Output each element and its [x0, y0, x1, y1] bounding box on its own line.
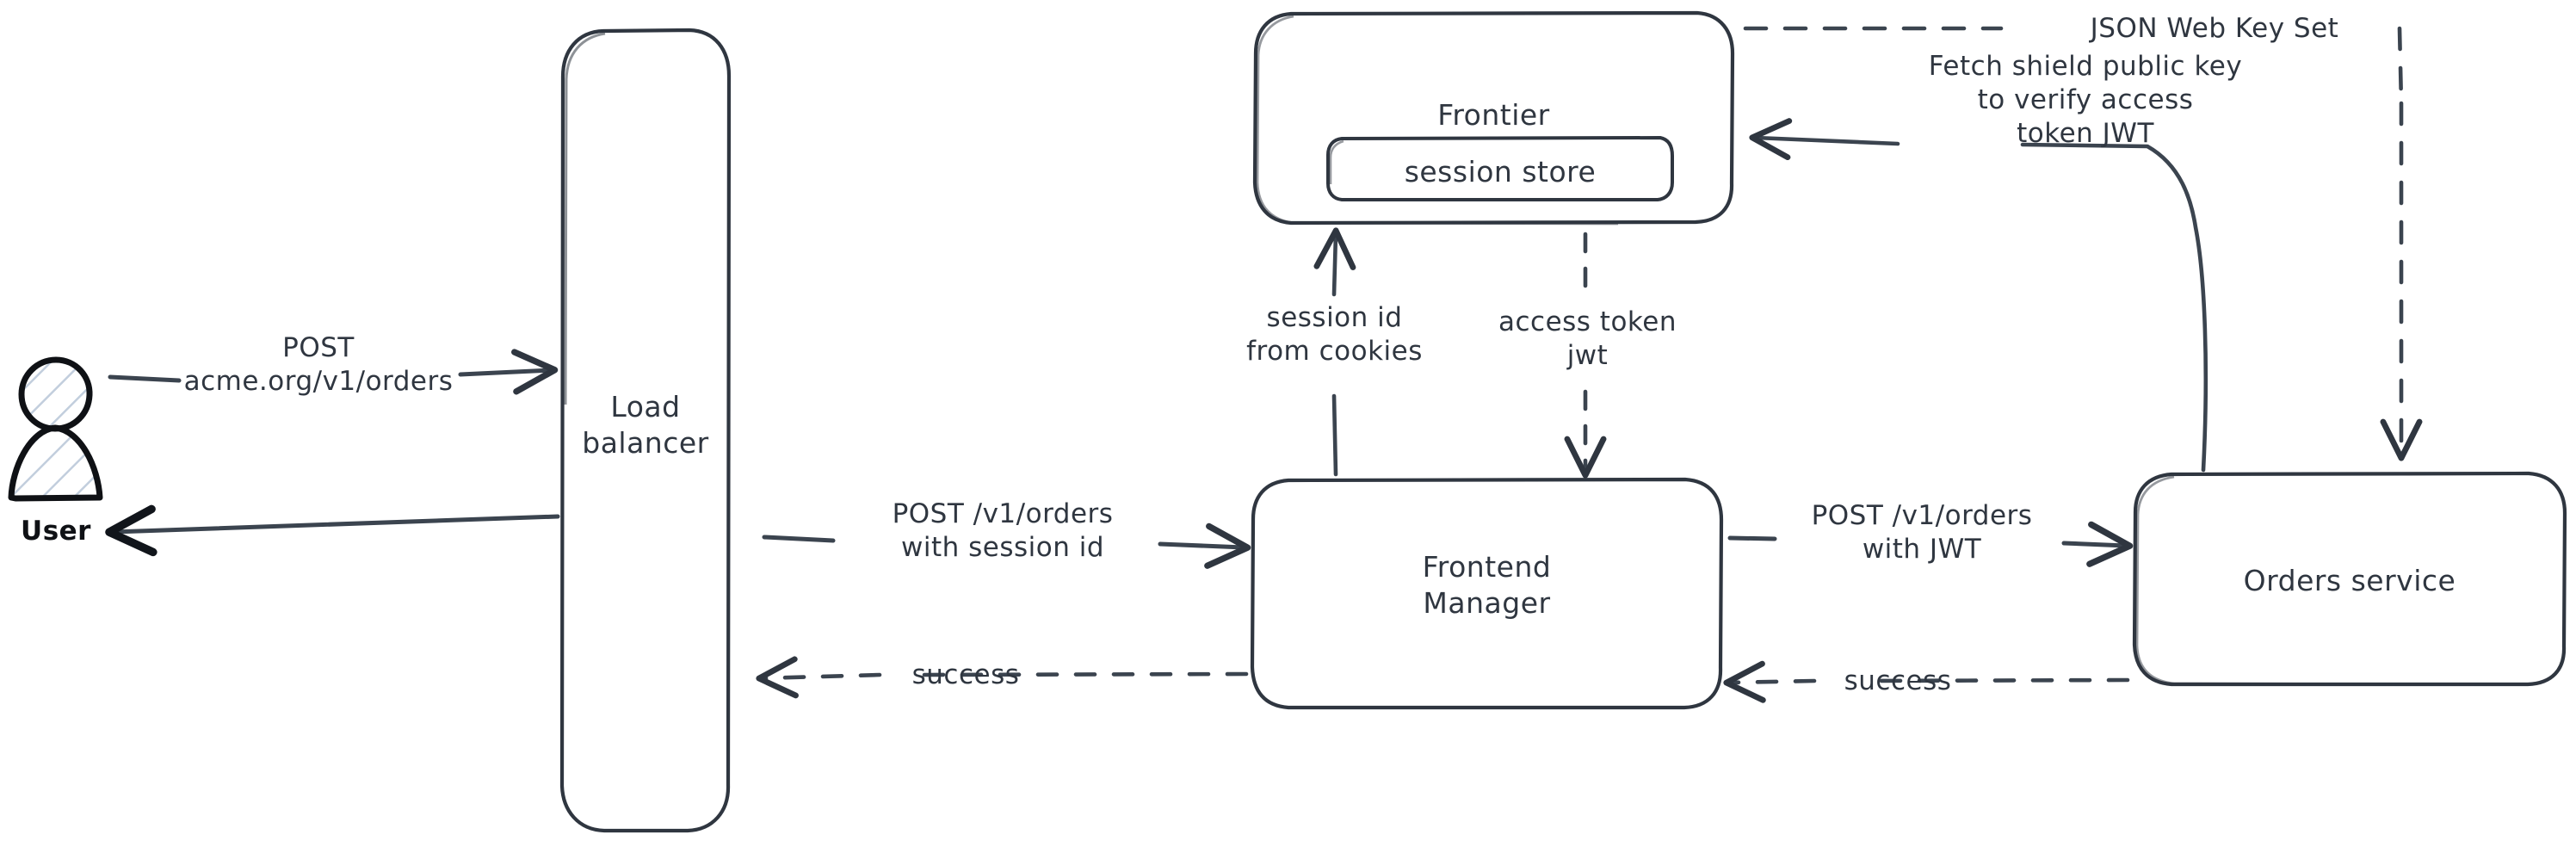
edge-frontend-manager-to-lb-label: success — [911, 659, 1020, 690]
access-token-line1: access token — [1498, 306, 1677, 337]
edge-frontend-manager-to-orders — [1727, 521, 2134, 567]
edge-orders-to-frontier — [1749, 118, 2208, 473]
post-acme-line2: acme.org/v1/orders — [183, 366, 454, 398]
edge-frontend-manager-to-lb — [756, 656, 1249, 699]
session-id-line2: from cookies — [1246, 336, 1423, 368]
load-balancer-label-line2: balancer — [582, 425, 709, 460]
fetch-key-line1: Fetch shield public key — [1928, 51, 2243, 82]
post-acme-line1: POST — [282, 332, 355, 363]
post-session-line1: POST /v1/orders — [892, 498, 1114, 529]
session-id-line1: session id — [1266, 302, 1403, 333]
edge-frontier-to-orders-jwks — [1743, 26, 2423, 461]
orders-service-label: Orders service — [2243, 564, 2456, 597]
edge-orders-to-frontend-manager — [1723, 660, 2130, 703]
orders-service-node[interactable] — [2132, 471, 2567, 687]
load-balancer-label-line1: Load — [610, 390, 681, 424]
frontend-manager-node[interactable] — [1250, 477, 1724, 710]
edge-lb-to-frontend-manager — [762, 522, 1251, 569]
session-store-label: session store — [1404, 155, 1597, 189]
post-jwt-line1: POST /v1/orders — [1811, 500, 2033, 531]
access-token-line2: jwt — [1566, 340, 1609, 372]
edge-frontier-to-orders-jwks-label: JSON Web Key Set — [2090, 13, 2339, 44]
post-jwt-line2: with JWT — [1862, 534, 1982, 566]
user-actor-label: User — [21, 516, 91, 547]
post-session-line2: with session id — [900, 532, 1105, 564]
edge-frontend-manager-to-frontier — [1313, 227, 1356, 477]
edge-lb-to-user — [105, 504, 560, 557]
frontier-label: Frontier — [1437, 98, 1550, 132]
session-store-node[interactable] — [1326, 136, 1674, 201]
fetch-key-line3: token JWT — [2017, 118, 2154, 150]
fetch-key-line2: to verify access — [1977, 84, 2194, 116]
frontend-manager-label-line2: Manager — [1423, 585, 1551, 620]
user-actor — [8, 356, 103, 502]
load-balancer-node[interactable] — [559, 28, 732, 833]
frontend-manager-label-line1: Frontend — [1422, 550, 1552, 584]
edge-user-to-lb — [108, 349, 559, 395]
edge-orders-to-frontend-manager-label: success — [1844, 665, 1952, 696]
